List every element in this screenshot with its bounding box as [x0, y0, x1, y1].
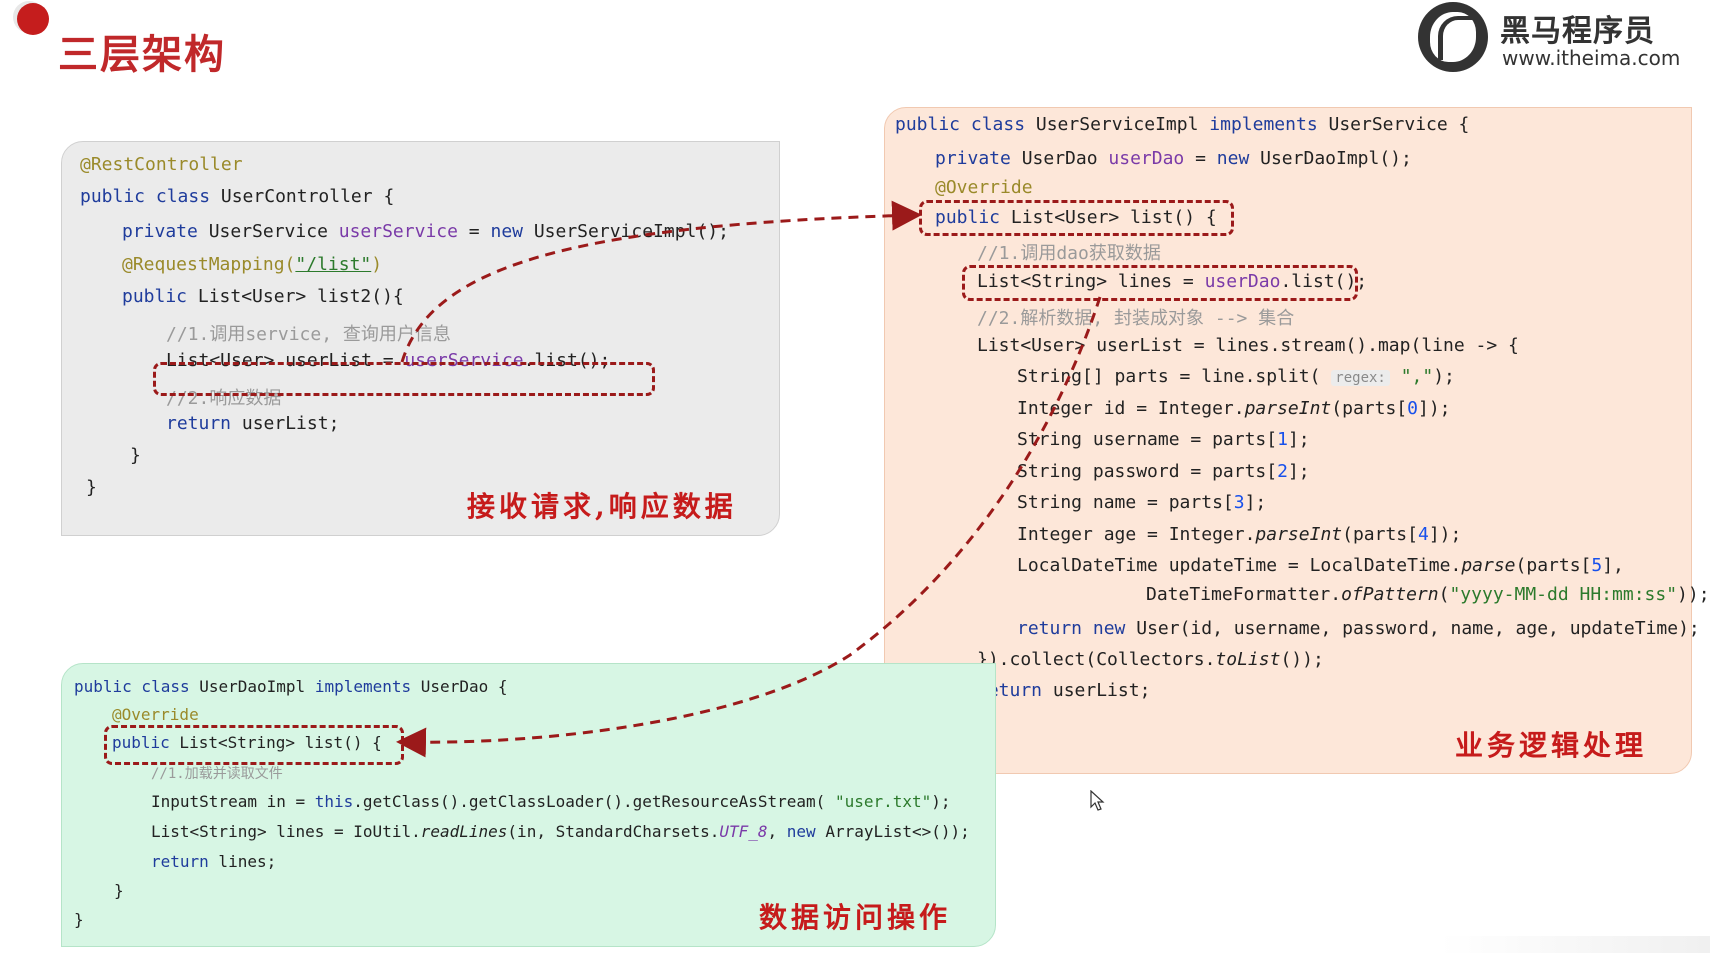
code-line: public class UserServiceImpl implements …	[895, 114, 1470, 135]
service-dao-call-highlight	[962, 265, 1358, 301]
logo-url: www.itheima.com	[1502, 46, 1681, 70]
code-line: List<User> userList = lines.stream().map…	[977, 335, 1519, 356]
code-line: }).collect(Collectors.toList());	[977, 649, 1324, 670]
code-comment: //1.调用dao获取数据	[977, 243, 1161, 264]
controller-code-panel: @RestController public class UserControl…	[61, 141, 780, 536]
code-line: @RequestMapping("/list")	[122, 254, 383, 275]
code-comment: //1.调用service, 查询用户信息	[166, 324, 451, 345]
page-title: 三层架构	[58, 32, 226, 78]
service-layer-label: 业务逻辑处理	[1455, 729, 1648, 762]
horse-head-icon	[1438, 16, 1475, 60]
code-line: @Override	[112, 705, 199, 724]
mouse-cursor-icon	[1090, 790, 1105, 811]
dao-layer-label: 数据访问操作	[759, 901, 952, 934]
code-line: private UserDao userDao = new UserDaoImp…	[935, 148, 1412, 169]
code-line: @Override	[935, 177, 1033, 198]
code-line: public class UserController {	[80, 186, 395, 207]
code-line: }	[114, 881, 124, 900]
controller-layer-label: 接收请求,响应数据	[467, 490, 737, 523]
code-line: }	[74, 910, 84, 929]
code-line: return userList;	[166, 413, 340, 434]
code-line: InputStream in = this.getClass().getClas…	[151, 792, 951, 811]
code-line: }	[86, 477, 97, 498]
code-comment: //2.解析数据, 封装成对象 --> 集合	[977, 308, 1295, 329]
code-line: return new User(id, username, password, …	[1017, 618, 1700, 639]
logo-name: 黑马程序员	[1500, 14, 1655, 49]
code-line: List<String> lines = IoUtil.readLines(in…	[151, 822, 970, 841]
slide-bullet-dot	[17, 3, 49, 35]
code-line: String password = parts[2];	[1017, 461, 1310, 482]
code-line: Integer id = Integer.parseInt(parts[0]);	[1017, 398, 1451, 419]
code-line: String[] parts = line.split( regex: ",")…	[1017, 366, 1455, 387]
code-line: }	[130, 445, 141, 466]
code-comment: //1.加载并读取文件	[151, 766, 283, 782]
dao-method-highlight	[104, 725, 404, 765]
code-line: public List<User> list2(){	[122, 286, 404, 307]
code-line: return lines;	[151, 852, 277, 871]
code-line: public List<String> list() {	[112, 733, 382, 752]
bottom-strip	[1440, 936, 1710, 953]
code-line: public List<User> list() {	[935, 207, 1217, 228]
service-method-highlight	[919, 200, 1234, 236]
dao-code-panel: public class UserDaoImpl implements User…	[61, 663, 996, 947]
code-line: @RestController	[80, 154, 243, 175]
code-line: public class UserDaoImpl implements User…	[74, 677, 508, 696]
brand-logo: 黑马程序员 www.itheima.com	[1418, 0, 1681, 76]
code-line: LocalDateTime updateTime = LocalDateTime…	[1017, 555, 1624, 576]
code-line: DateTimeFormatter.ofPattern("yyyy-MM-dd …	[1146, 584, 1710, 605]
controller-call-highlight	[153, 362, 655, 396]
service-code-panel: public class UserServiceImpl implements …	[884, 107, 1710, 774]
code-line: return userList;	[977, 680, 1151, 701]
code-line: Integer age = Integer.parseInt(parts[4])…	[1017, 524, 1462, 545]
code-line: List<String> lines = userDao.list();	[977, 271, 1368, 292]
code-line: private UserService userService = new Us…	[122, 221, 729, 242]
code-line: String username = parts[1];	[1017, 429, 1310, 450]
code-line: String name = parts[3];	[1017, 492, 1267, 513]
